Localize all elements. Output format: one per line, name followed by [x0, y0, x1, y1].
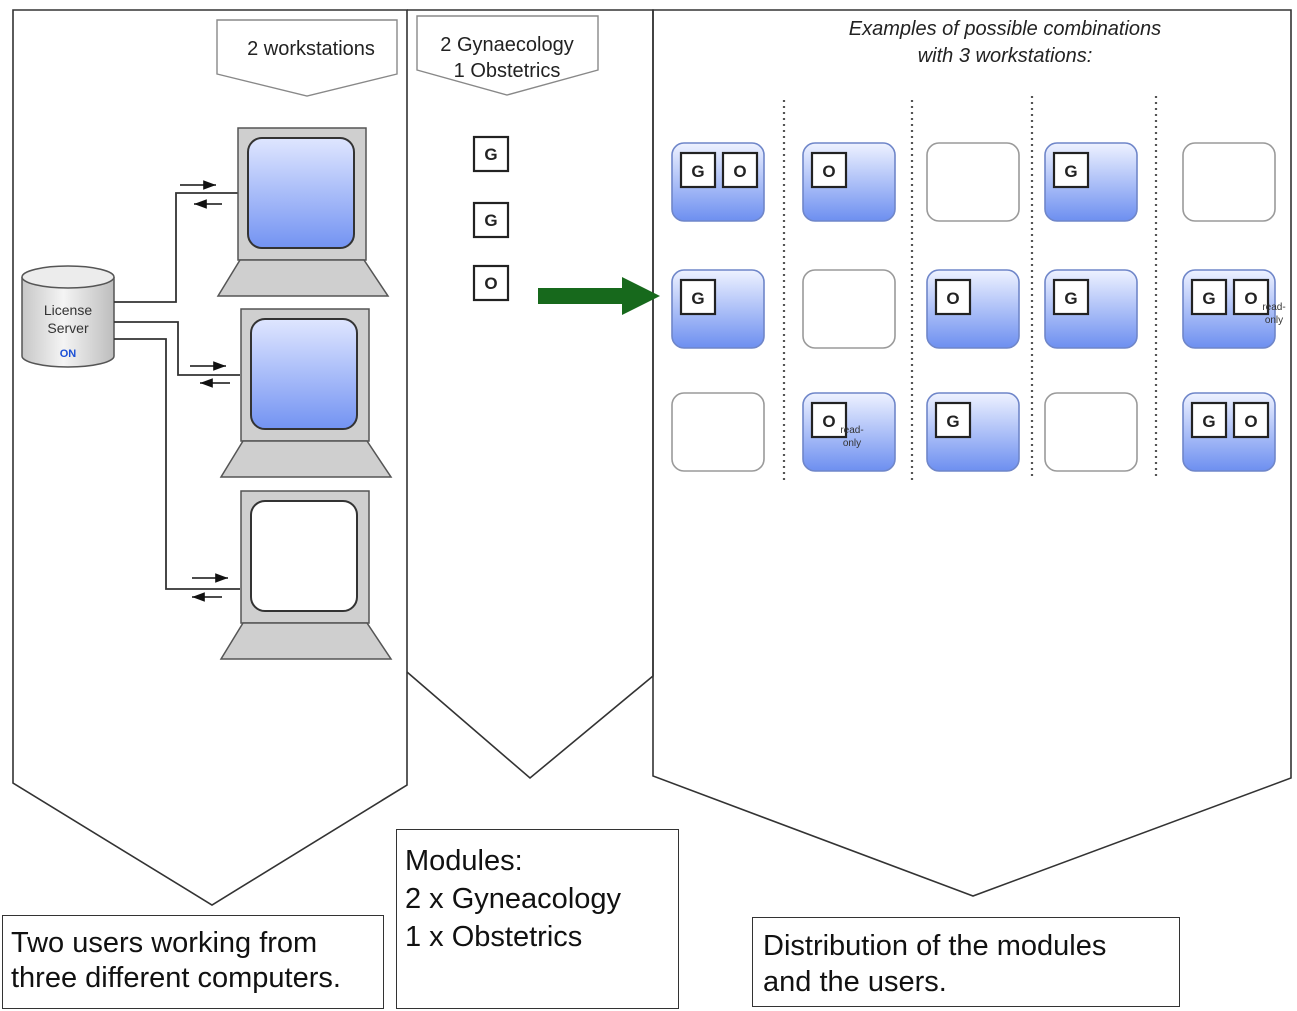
caption-left-line-1: Two users working from	[11, 927, 318, 959]
workstation-slot: G	[1044, 142, 1138, 222]
caption-middle-line-3: 1 x Obstetrics	[405, 921, 583, 953]
license-server-label-2: Server	[47, 320, 89, 336]
module-badge	[721, 151, 759, 189]
monitor-base	[216, 259, 390, 297]
license-server-status: ON	[60, 348, 77, 360]
module-chip: G	[472, 135, 510, 173]
monitor-screen	[250, 318, 358, 430]
read-only-note: only	[1265, 315, 1283, 326]
module-badge	[810, 151, 848, 189]
module-chip-label: O	[484, 274, 497, 293]
module-badge	[1190, 278, 1228, 316]
read-only-note: read-	[840, 425, 863, 436]
column-separators	[782, 96, 1158, 482]
caption-right-line-2: and the users.	[763, 966, 947, 998]
monitor-screen	[250, 500, 358, 612]
left-tag-shape	[216, 19, 398, 97]
module-badge	[934, 401, 972, 439]
license-server: License Server ON	[21, 265, 115, 368]
module-badge	[1190, 401, 1228, 439]
module-badge-label: G	[1202, 289, 1215, 308]
module-chip: O	[472, 264, 510, 302]
module-chip-label: G	[484, 211, 497, 230]
module-chip-label: G	[484, 145, 497, 164]
panel-middle-outline	[406, 9, 654, 780]
workstation-slot	[1182, 142, 1276, 222]
module-badge	[679, 151, 717, 189]
module-badge-label: G	[1064, 162, 1077, 181]
workstation-slot: G	[926, 392, 1020, 472]
workstation-slot	[926, 142, 1020, 222]
module-badge	[1232, 278, 1270, 316]
module-badge-label: O	[822, 412, 835, 431]
workstation-slot: O	[926, 269, 1020, 349]
workstation-monitor	[219, 308, 393, 478]
module-badge	[1052, 151, 1090, 189]
workstation-monitor	[219, 490, 393, 660]
workstation-slot: G	[1044, 269, 1138, 349]
module-badge-label: O	[1244, 412, 1257, 431]
distribution-arrow	[538, 277, 660, 315]
right-title-line-2: with 3 workstations:	[918, 45, 1093, 67]
read-only-note: only	[843, 438, 861, 449]
workstation-monitor	[216, 127, 390, 297]
module-badge-label: G	[1202, 412, 1215, 431]
caption-left: Two users working from three different c…	[2, 915, 384, 1009]
caption-right: Distribution of the modules and the user…	[752, 917, 1180, 1007]
module-badge	[810, 401, 848, 439]
module-badge-label: O	[1244, 289, 1257, 308]
monitor-screen	[247, 137, 355, 249]
module-badge-label: O	[946, 289, 959, 308]
module-badge	[679, 278, 717, 316]
read-only-note: read-	[1262, 302, 1285, 313]
caption-middle-line-1: Modules:	[405, 845, 523, 877]
data-flow-arrows	[180, 180, 230, 602]
module-badge	[934, 278, 972, 316]
license-server-label-1: License	[44, 302, 92, 318]
module-badge	[1232, 401, 1270, 439]
middle-tag-line-1: 2 Gynaecology	[440, 34, 573, 56]
module-badge-label: G	[1064, 289, 1077, 308]
module-badge-label: O	[822, 162, 835, 181]
workstation-slot	[671, 392, 765, 472]
module-badge-label: G	[946, 412, 959, 431]
module-badge-label: G	[691, 162, 704, 181]
panel-left-outline	[12, 9, 408, 906]
module-badge-label: O	[733, 162, 746, 181]
module-badge-label: G	[691, 289, 704, 308]
right-title-line-1: Examples of possible combinations	[849, 18, 1161, 40]
network-lines	[114, 192, 240, 590]
middle-tag-shape	[416, 15, 599, 96]
caption-left-line-2: three different computers.	[11, 962, 341, 994]
monitor-base	[219, 622, 393, 660]
workstation-slot: O	[802, 142, 896, 222]
middle-tag-line-2: 1 Obstetrics	[454, 60, 561, 82]
module-chip: G	[472, 201, 510, 239]
workstation-slot	[1044, 392, 1138, 472]
monitor-base	[219, 440, 393, 478]
workstation-slot: G	[671, 269, 765, 349]
workstation-slot	[802, 269, 896, 349]
caption-middle: Modules: 2 x Gyneacology 1 x Obstetrics	[396, 829, 679, 1009]
panel-right-outline	[652, 9, 1292, 897]
caption-right-line-1: Distribution of the modules	[763, 930, 1107, 962]
left-tag-label: 2 workstations	[247, 38, 375, 60]
module-badge	[1052, 278, 1090, 316]
caption-middle-line-2: 2 x Gyneacology	[405, 883, 622, 915]
